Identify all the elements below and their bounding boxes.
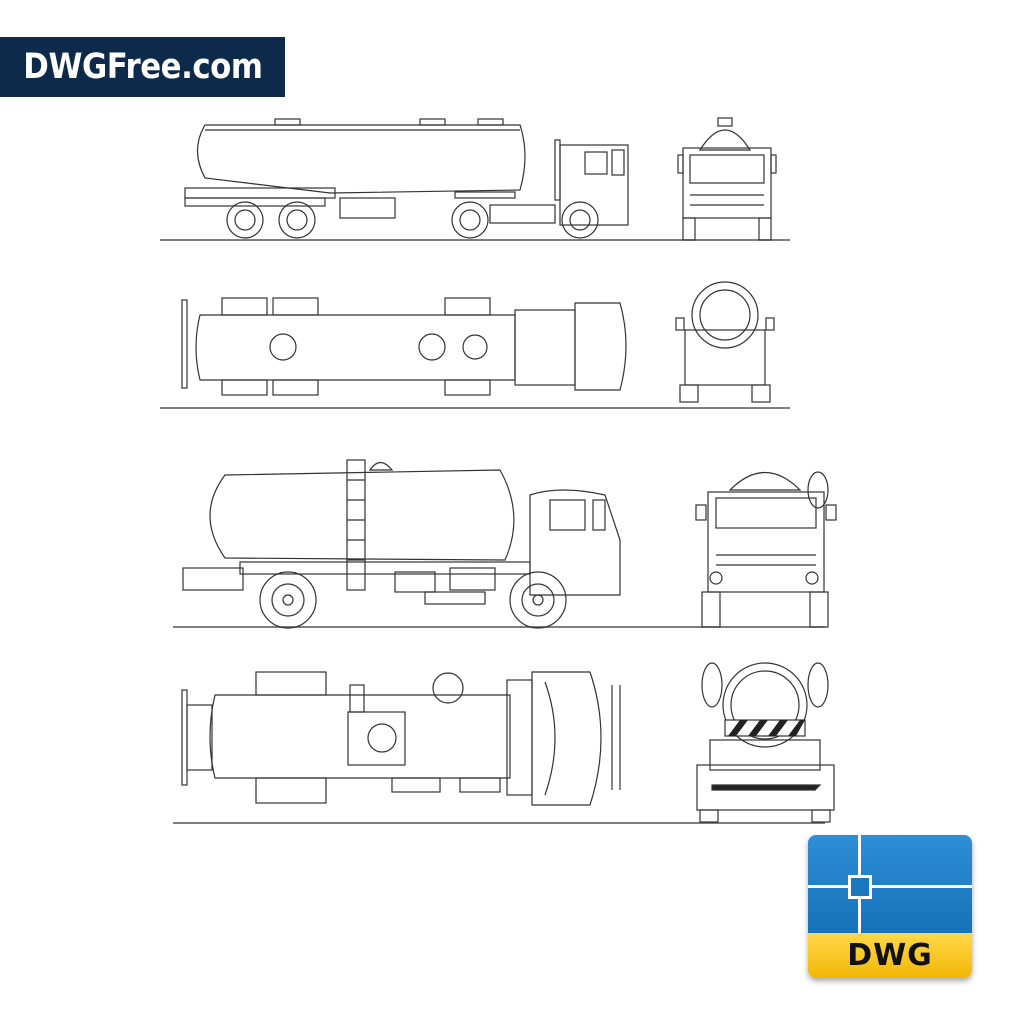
semi-trailer-rear-view (675, 281, 775, 403)
semi-trailer-front-view (677, 117, 777, 241)
dwg-icon-blueprint (808, 835, 972, 933)
dwg-icon-label-band: DWG (808, 933, 972, 978)
crosshair-center (848, 875, 872, 899)
tanker-truck-front-view (695, 471, 837, 628)
dwg-icon-label: DWG (847, 938, 933, 973)
site-name: DWGFree.com (22, 47, 263, 87)
tanker-truck-top-view (173, 671, 825, 824)
semi-trailer-top-view (160, 297, 790, 409)
site-banner: DWGFree.com (0, 37, 285, 97)
dwg-file-icon: DWG (808, 835, 972, 978)
tanker-truck-side-view (173, 459, 825, 629)
crosshair-horizontal (808, 885, 972, 888)
semi-trailer-side-view (160, 118, 790, 241)
tanker-truck-rear-view (696, 662, 835, 823)
